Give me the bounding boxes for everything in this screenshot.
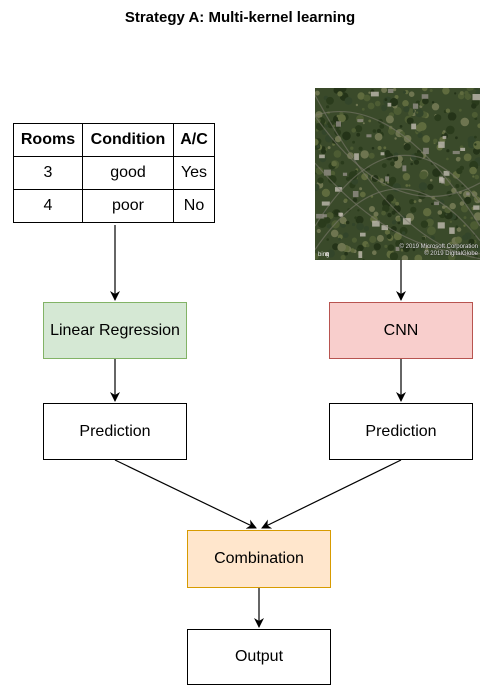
table-cell: Yes [173,156,215,190]
output-node: Output [187,629,331,685]
linear-regression-node: Linear Regression [43,302,187,359]
map-credit-line: © 2019 Microsoft Corporation [399,244,478,250]
prediction-left-node: Prediction [43,403,187,460]
table-header-condition: Condition [82,123,174,157]
table-row: 4 poor No [13,189,215,223]
arrow-left-prediction-to-combination [114,459,257,529]
table-header-ac: A/C [173,123,215,157]
table-cell: good [82,156,174,190]
map-brand-logo: bing [318,252,330,258]
diagram-title: Strategy A: Multi-kernel learning [124,9,356,26]
table-row: 3 good Yes [13,156,215,190]
map-credit: © 2019 Microsoft Corporation © 2019 Digi… [400,244,478,258]
prediction-right-node: Prediction [329,403,473,460]
table-cell: poor [82,189,174,223]
table-cell: No [173,189,215,223]
data-table: Rooms Condition A/C 3 good Yes 4 poor No [13,123,215,223]
table-header-rooms: Rooms [13,123,83,157]
satellite-texture [315,88,480,260]
cnn-node: CNN [329,302,473,359]
table-header-row: Rooms Condition A/C [13,123,215,157]
satellite-image: bing © 2019 Microsoft Corporation © 2019… [315,88,480,260]
table-cell: 4 [13,189,83,223]
combination-node: Combination [187,530,331,588]
arrow-right-prediction-to-combination [261,459,402,529]
map-credit-line: © 2019 DigitalGlobe [424,251,478,257]
